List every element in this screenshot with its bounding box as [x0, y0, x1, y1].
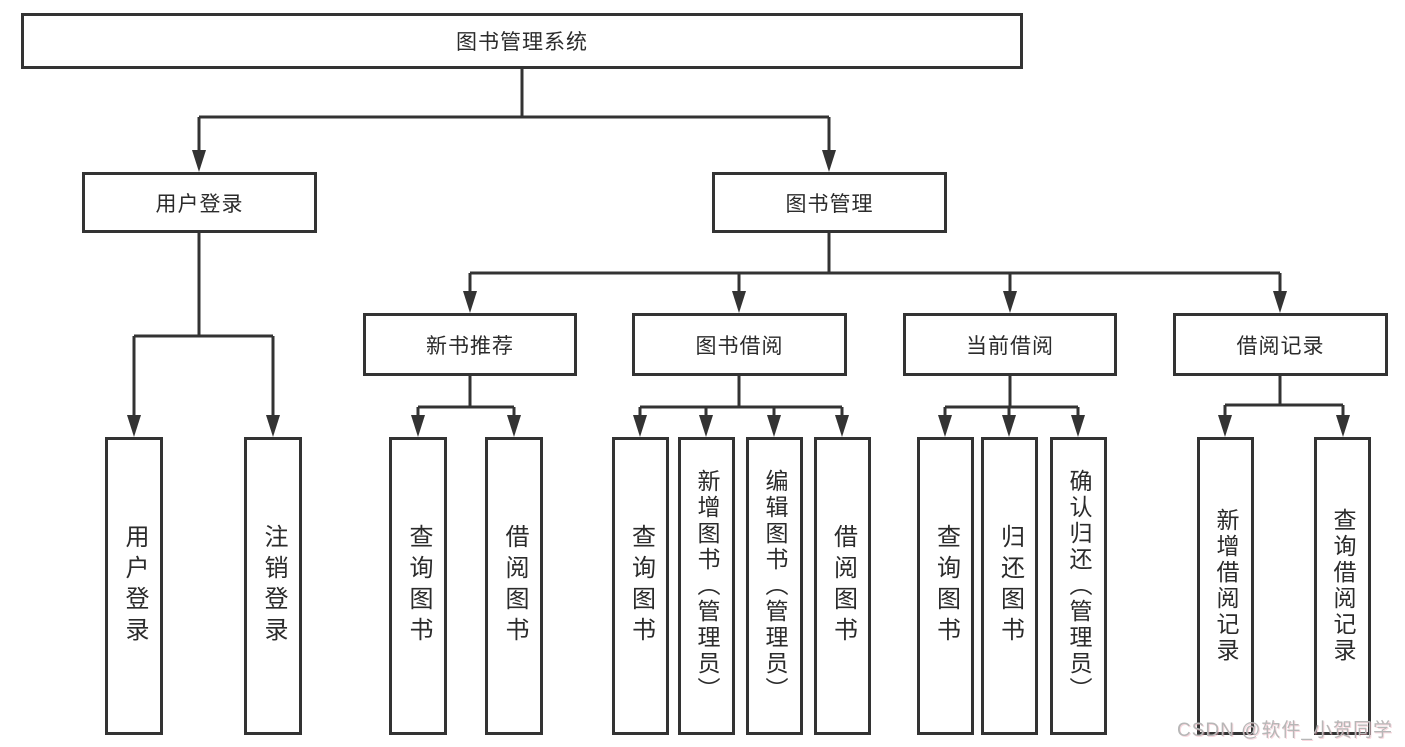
- leaf-query-book-2-label: 查询图书: [627, 524, 655, 648]
- node-current-borrow: 当前借阅: [903, 313, 1117, 376]
- arrowhead: [266, 415, 280, 437]
- leaf-query-book-1-label: 查询图书: [405, 524, 432, 648]
- connector-book-borrow-children: [633, 376, 849, 437]
- csdn-watermark: CSDN @软件_小贺同学: [1177, 720, 1393, 741]
- leaf-edit-book-admin: 编辑图书（管理员）: [746, 437, 803, 735]
- arrowhead: [835, 415, 849, 437]
- arrowhead: [411, 415, 425, 437]
- leaf-borrow-book-2-label: 借阅图书: [829, 524, 857, 648]
- leaf-query-borrow-record: 查询借阅记录: [1314, 437, 1371, 735]
- arrowhead: [1273, 291, 1287, 313]
- node-new-book-recommend-label: 新书推荐: [426, 334, 514, 358]
- node-user-login: 用户登录: [82, 172, 317, 233]
- connector-new-book-recommend-children: [411, 376, 521, 437]
- arrowhead: [1003, 291, 1017, 313]
- arrowhead: [463, 291, 477, 313]
- arrowhead: [732, 291, 746, 313]
- leaf-add-borrow-record-label: 新增借阅记录: [1213, 508, 1239, 664]
- connector-user-login-children: [127, 233, 280, 437]
- connector-borrow-records-children: [1218, 376, 1350, 437]
- arrowhead: [1336, 415, 1350, 437]
- leaf-logout: 注销登录: [244, 437, 302, 735]
- node-book-borrow: 图书借阅: [632, 313, 847, 376]
- leaf-borrow-book-2: 借阅图书: [814, 437, 871, 735]
- node-root-label: 图书管理系统: [456, 31, 588, 54]
- connector-root-to-level2: [192, 69, 836, 172]
- arrowhead: [192, 150, 206, 172]
- leaf-return-book: 归还图书: [981, 437, 1038, 735]
- arrowhead: [1071, 415, 1085, 437]
- leaf-add-book-admin-label: 新增图书（管理员）: [694, 469, 720, 703]
- leaf-borrow-book-1: 借阅图书: [485, 437, 543, 735]
- leaf-query-book-1: 查询图书: [389, 437, 447, 735]
- arrowhead: [633, 415, 647, 437]
- leaf-query-book-3-label: 查询图书: [932, 524, 960, 648]
- leaf-logout-label: 注销登录: [260, 524, 287, 648]
- node-book-borrow-label: 图书借阅: [695, 334, 784, 358]
- leaf-confirm-return-admin-label: 确认归还（管理员）: [1066, 469, 1092, 703]
- leaf-edit-book-admin-label: 编辑图书（管理员）: [762, 469, 788, 703]
- arrowhead: [127, 415, 141, 437]
- arrowhead: [938, 415, 952, 437]
- leaf-borrow-book-1-label: 借阅图书: [501, 524, 528, 648]
- leaf-return-book-label: 归还图书: [996, 524, 1024, 648]
- leaf-query-book-3: 查询图书: [917, 437, 974, 735]
- node-book-management-label: 图书管理: [785, 192, 874, 216]
- node-root: 图书管理系统: [21, 13, 1023, 69]
- arrowhead: [822, 150, 836, 172]
- leaf-user-login-label: 用户登录: [121, 524, 148, 648]
- leaf-user-login: 用户登录: [105, 437, 163, 735]
- leaf-add-book-admin: 新增图书（管理员）: [678, 437, 735, 735]
- node-current-borrow-label: 当前借阅: [966, 334, 1054, 358]
- connector-book-management-children: [463, 233, 1287, 313]
- arrowhead: [507, 415, 521, 437]
- node-new-book-recommend: 新书推荐: [363, 313, 577, 376]
- arrowhead: [699, 415, 713, 437]
- leaf-query-book-2: 查询图书: [612, 437, 669, 735]
- node-book-management: 图书管理: [712, 172, 947, 233]
- connector-current-borrow-children: [938, 376, 1085, 437]
- node-borrow-records-label: 借阅记录: [1236, 334, 1325, 358]
- arrowhead: [1002, 415, 1016, 437]
- node-user-login-label: 用户登录: [155, 192, 244, 216]
- arrowhead: [767, 415, 781, 437]
- leaf-add-borrow-record: 新增借阅记录: [1197, 437, 1254, 735]
- arrowhead: [1218, 415, 1232, 437]
- node-borrow-records: 借阅记录: [1173, 313, 1388, 376]
- leaf-query-borrow-record-label: 查询借阅记录: [1330, 508, 1356, 664]
- leaf-confirm-return-admin: 确认归还（管理员）: [1050, 437, 1107, 735]
